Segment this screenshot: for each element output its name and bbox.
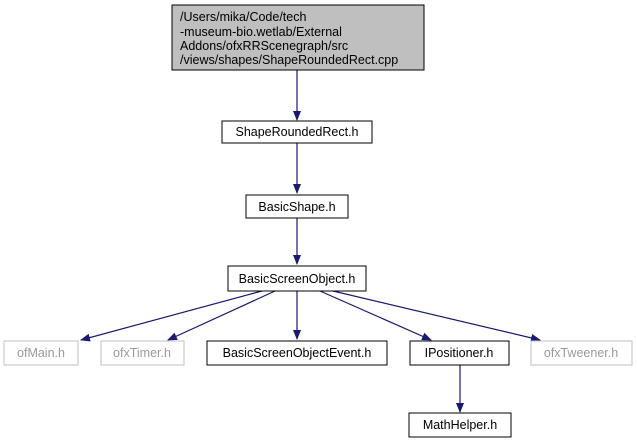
node-basicscreenobjectevent-h[interactable]: BasicScreenObjectEvent.h bbox=[206, 340, 388, 366]
edge-basicscreenobject-to-ipositioner bbox=[319, 290, 432, 341]
node-label: MathHelper.h bbox=[423, 418, 497, 432]
node-basicshape-h[interactable]: BasicShape.h bbox=[245, 194, 349, 219]
node-shaperoundedrect-h[interactable]: ShapeRoundedRect.h bbox=[221, 120, 373, 144]
edge-basicscreenobject-to-ofxtimer bbox=[167, 290, 276, 341]
node-label: ofMain.h bbox=[17, 346, 65, 360]
node-label: BasicScreenObject.h bbox=[239, 272, 356, 286]
node-label: ShapeRoundedRect.h bbox=[235, 125, 358, 139]
root-path-line-1: /Users/mika/Code/tech bbox=[180, 10, 306, 24]
node-ipositioner-h[interactable]: IPositioner.h bbox=[409, 340, 510, 366]
node-label: ofxTweener.h bbox=[544, 346, 618, 360]
root-path-line-4: /views/shapes/ShapeRoundedRect.cpp bbox=[180, 53, 398, 67]
node-ofmain-h[interactable]: ofMain.h bbox=[3, 340, 79, 366]
root-path-line-3: Addons/ofxRRScenegraph/src bbox=[180, 39, 348, 53]
edge-basicscreenobject-to-ofxtweener bbox=[332, 290, 541, 342]
node-label: BasicScreenObjectEvent.h bbox=[223, 346, 372, 360]
node-label: BasicShape.h bbox=[258, 200, 335, 214]
node-basicscreenobject-h[interactable]: BasicScreenObject.h bbox=[227, 265, 367, 292]
node-label: IPositioner.h bbox=[425, 346, 494, 360]
node-root-source-file[interactable]: /Users/mika/Code/tech -museum-bio.wetlab… bbox=[171, 4, 425, 71]
node-mathhelper-h[interactable]: MathHelper.h bbox=[408, 412, 512, 438]
node-label: ofxTimer.h bbox=[113, 346, 171, 360]
node-ofxtweener-h[interactable]: ofxTweener.h bbox=[530, 340, 633, 366]
edges bbox=[80, 70, 541, 413]
edge-basicscreenobject-to-ofmain bbox=[80, 290, 263, 342]
root-path-line-2: -museum-bio.wetlab/External bbox=[180, 25, 342, 39]
node-ofxtimer-h[interactable]: ofxTimer.h bbox=[100, 340, 185, 366]
